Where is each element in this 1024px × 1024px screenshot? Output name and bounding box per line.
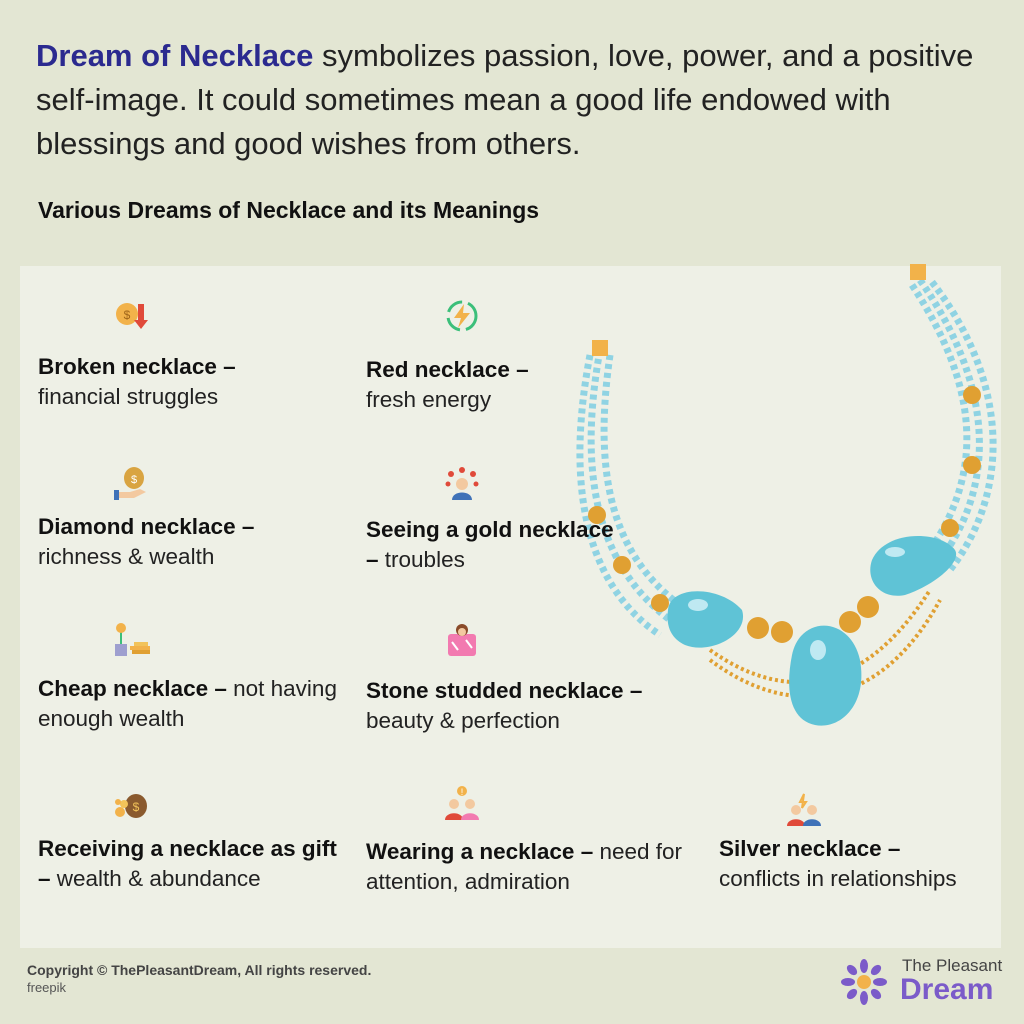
item-receiving-necklace: Receiving a necklace as gift – wealth & … [38, 834, 348, 894]
clasp-left [592, 340, 608, 356]
brand-name-top: The Pleasant [902, 956, 1003, 975]
money-sack-coins-icon: $ [115, 794, 147, 818]
content-panel [20, 266, 1001, 948]
coin-down-arrow-icon: $ [116, 303, 148, 329]
necklace-illustration [576, 264, 997, 726]
stone-center [789, 625, 862, 726]
beauty-mirror-icon [448, 624, 476, 656]
item-desc: financial struggles [38, 384, 219, 409]
item-desc: not having enough wealth [38, 676, 337, 731]
item-stone-studded-necklace: Stone studded necklace – beauty & perfec… [366, 676, 686, 736]
item-red-necklace: Red necklace – fresh energy [366, 355, 666, 415]
item-broken-necklace: Broken necklace – financial struggles [38, 352, 338, 412]
item-title: Silver necklace – [719, 836, 901, 861]
item-title: Broken necklace – [38, 354, 236, 379]
money-bag-hand-icon: $ [114, 467, 146, 500]
svg-text:$: $ [131, 474, 137, 486]
svg-text:!: ! [461, 787, 464, 797]
brand-logo-icon [841, 959, 887, 1005]
intro-text: symbolizes passion, love, power, and a p… [36, 38, 974, 161]
svg-text:$: $ [124, 308, 131, 322]
item-desc: beauty & perfection [366, 708, 560, 733]
money-plant-icon [115, 623, 150, 656]
stone-left [667, 591, 744, 648]
item-title: Seeing a gold necklace – [366, 517, 614, 572]
item-desc: need for attention, admiration [366, 839, 683, 894]
item-silver-necklace: Silver necklace – conflicts in relations… [719, 834, 1009, 894]
item-desc: troubles [384, 547, 465, 572]
item-title: Wearing a necklace – [366, 839, 594, 864]
item-diamond-necklace: Diamond necklace – richness & wealth [38, 512, 338, 572]
item-title: Stone studded necklace – [366, 678, 643, 703]
energy-cycle-icon [446, 300, 478, 332]
item-desc: wealth & abundance [56, 866, 261, 891]
item-title: Receiving a necklace as gift – [38, 836, 337, 891]
item-desc: conflicts in relationships [719, 866, 957, 891]
copyright-text: Copyright © ThePleasantDream, All rights… [27, 962, 372, 978]
item-gold-necklace: Seeing a gold necklace – troubles [366, 515, 616, 575]
item-title: Cheap necklace – [38, 676, 227, 701]
credit-text: freepik [27, 980, 67, 995]
item-title: Red necklace – [366, 357, 529, 382]
item-cheap-necklace: Cheap necklace – not having enough wealt… [38, 674, 338, 734]
stone-right [870, 536, 957, 596]
conflict-people-icon [787, 793, 821, 826]
section-subtitle: Various Dreams of Necklace and its Meani… [38, 197, 540, 223]
brand-name-bottom: Dream [900, 973, 994, 1006]
item-title: Diamond necklace – [38, 514, 255, 539]
attention-people-icon: ! [445, 786, 479, 820]
svg-text:$: $ [133, 800, 140, 814]
intro-highlight: Dream of Necklace [36, 38, 314, 73]
clasp-right [910, 264, 926, 280]
stressed-person-icon [445, 467, 479, 500]
item-desc: fresh energy [366, 387, 492, 412]
item-wearing-necklace: Wearing a necklace – need for attention,… [366, 837, 686, 897]
intro-paragraph: Dream of Necklace symbolizes passion, lo… [36, 34, 996, 166]
item-desc: richness & wealth [38, 544, 215, 569]
